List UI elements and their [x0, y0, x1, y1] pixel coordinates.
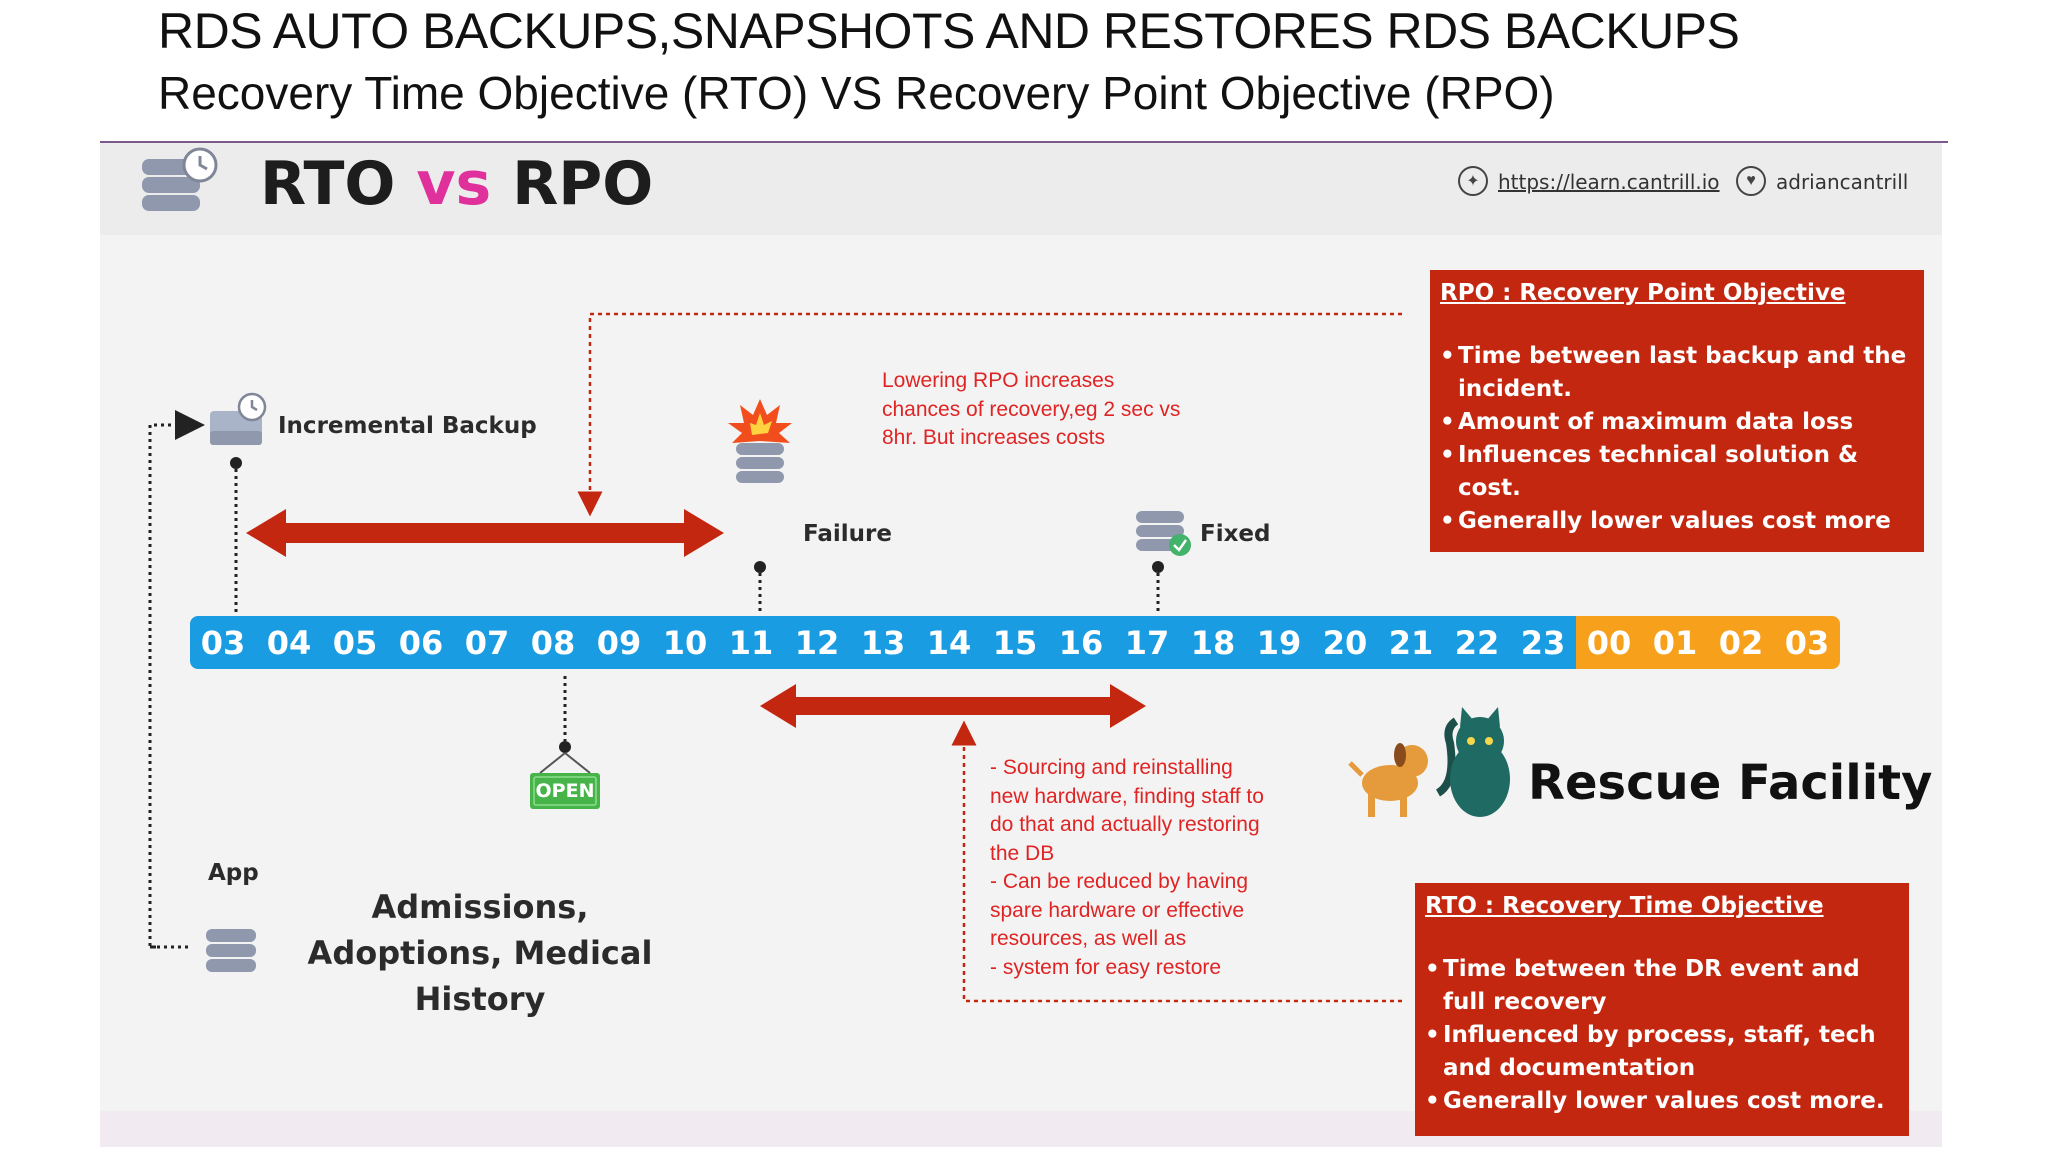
- hour-cell: 04: [256, 616, 322, 669]
- rpo-pointer-line: [577, 312, 1402, 517]
- admissions-line: History: [414, 980, 546, 1018]
- hour-cell: 06: [388, 616, 454, 669]
- hour-cell: 20: [1312, 616, 1378, 669]
- hour-cell: 05: [322, 616, 388, 669]
- rto-note: - Sourcing and reinstalling new hardware…: [990, 754, 1264, 982]
- hard-drive-clock-icon: [210, 392, 267, 445]
- heading-vs: vs: [416, 149, 492, 219]
- hour-cell: 18: [1180, 616, 1246, 669]
- hour-cell: 15: [982, 616, 1048, 669]
- next-day-hour-cell: 01: [1642, 616, 1708, 669]
- panel-heading: RTO vs RPO: [260, 149, 653, 219]
- slide-title: RDS AUTO BACKUPS,SNAPSHOTS AND RESTORES …: [158, 3, 1740, 59]
- next-day-hour-cell: 00: [1576, 616, 1642, 669]
- rto-box-title: RTO : Recovery Time Objective: [1425, 893, 1824, 919]
- rto-note-line: - Sourcing and reinstalling: [990, 756, 1233, 779]
- hour-cell: 08: [520, 616, 586, 669]
- hour-cell: 10: [652, 616, 718, 669]
- panel-header-band: [100, 143, 1942, 235]
- course-link[interactable]: https://learn.cantrill.io: [1498, 170, 1720, 194]
- rto-bullet: Generally lower values cost more.: [1425, 1085, 1909, 1118]
- rto-bullet: Influenced by process, staff, tech and d…: [1425, 1019, 1909, 1085]
- rpo-bullet: Amount of maximum data loss: [1440, 406, 1924, 439]
- open-sign-icon: [530, 773, 600, 809]
- rto-note-line: the DB: [990, 841, 1055, 865]
- hour-cell: 14: [916, 616, 982, 669]
- database-check-icon: [1136, 511, 1191, 556]
- rto-note-line: spare hardware or effective: [990, 898, 1245, 922]
- hour-cell: 16: [1048, 616, 1114, 669]
- database-clock-icon: [142, 147, 218, 211]
- slide-subtitle: Recovery Time Objective (RTO) VS Recover…: [158, 67, 1555, 119]
- incremental-backup-label: Incremental Backup: [278, 413, 537, 439]
- hour-cell: 09: [586, 616, 652, 669]
- admissions-text: Admissions, Adoptions, Medical History: [300, 884, 660, 1022]
- database-explosion-icon: [728, 399, 792, 483]
- rto-bullet: Time between the DR event and full recov…: [1425, 953, 1909, 1019]
- hour-cell: 22: [1444, 616, 1510, 669]
- rpo-bullet-list: Time between last backup and the inciden…: [1440, 340, 1924, 538]
- hour-cell: 17: [1114, 616, 1180, 669]
- rpo-bullet: Generally lower values cost more: [1440, 505, 1924, 538]
- hour-cell: 13: [850, 616, 916, 669]
- rto-note-line: - system for easy restore: [990, 955, 1222, 979]
- hour-cell: 11: [718, 616, 784, 669]
- rto-note-line: resources, as well as: [990, 927, 1187, 950]
- hour-cell: 03: [190, 616, 256, 669]
- rpo-bullet: Time between last backup and the inciden…: [1440, 340, 1924, 406]
- hour-cell: 07: [454, 616, 520, 669]
- rto-note-line: new hardware, finding staff to: [990, 784, 1264, 808]
- dog-cat-icon: [1348, 707, 1510, 817]
- rpo-note-line: Lowering RPO increases: [882, 369, 1115, 392]
- rpo-note-line: 8hr. But increases costs: [882, 426, 1105, 449]
- admissions-line: Admissions,: [371, 888, 589, 926]
- admissions-line: Adoptions, Medical: [307, 934, 653, 972]
- app-to-backup-line: [148, 410, 205, 949]
- next-day-hour-cell: 02: [1708, 616, 1774, 669]
- hour-cell: 23: [1510, 616, 1576, 669]
- fixed-label: Fixed: [1200, 521, 1271, 547]
- diagram-connectors: [148, 312, 1510, 1003]
- app-label: App: [208, 860, 259, 886]
- rpo-span-arrow: [246, 509, 724, 557]
- rpo-note-line: chances of recovery,eg 2 sec vs: [882, 397, 1181, 421]
- rto-span-arrow: [760, 684, 1146, 728]
- rpo-note: Lowering RPO increases chances of recove…: [882, 367, 1180, 453]
- rpo-definition-box: RPO : Recovery Point Objective Time betw…: [1430, 270, 1924, 552]
- hour-cell: 19: [1246, 616, 1312, 669]
- rescue-facility-label: Rescue Facility: [1528, 755, 1933, 811]
- twitter-icon: ♥: [1736, 166, 1766, 196]
- open-sign-label: OPEN: [535, 780, 595, 802]
- next-day-hour-cell: 03: [1774, 616, 1840, 669]
- heading-rpo: RPO: [512, 149, 654, 219]
- rto-note-line: - Can be reduced by having: [990, 870, 1248, 893]
- heading-rto: RTO: [260, 149, 396, 219]
- failure-label: Failure: [803, 521, 892, 547]
- rto-definition-box: RTO : Recovery Time Objective Time betwe…: [1415, 883, 1909, 1136]
- hour-cell: 12: [784, 616, 850, 669]
- database-icon: [206, 929, 256, 972]
- title-divider: [100, 141, 1948, 143]
- hour-cell: 21: [1378, 616, 1444, 669]
- rpo-bullet: Influences technical solution & cost.: [1440, 439, 1924, 505]
- rpo-box-title: RPO : Recovery Point Objective: [1440, 280, 1846, 306]
- twitter-handle: adriancantrill: [1776, 170, 1909, 194]
- rto-bullet-list: Time between the DR event and full recov…: [1425, 953, 1909, 1118]
- timeline-bar: 03 04 05 06 07 08 09 10 11 12 13 14 15 1…: [190, 616, 1840, 669]
- rto-note-line: do that and actually restoring: [990, 813, 1260, 836]
- compass-icon: ✦: [1458, 166, 1488, 196]
- rto-pointer-line: [951, 720, 1402, 1003]
